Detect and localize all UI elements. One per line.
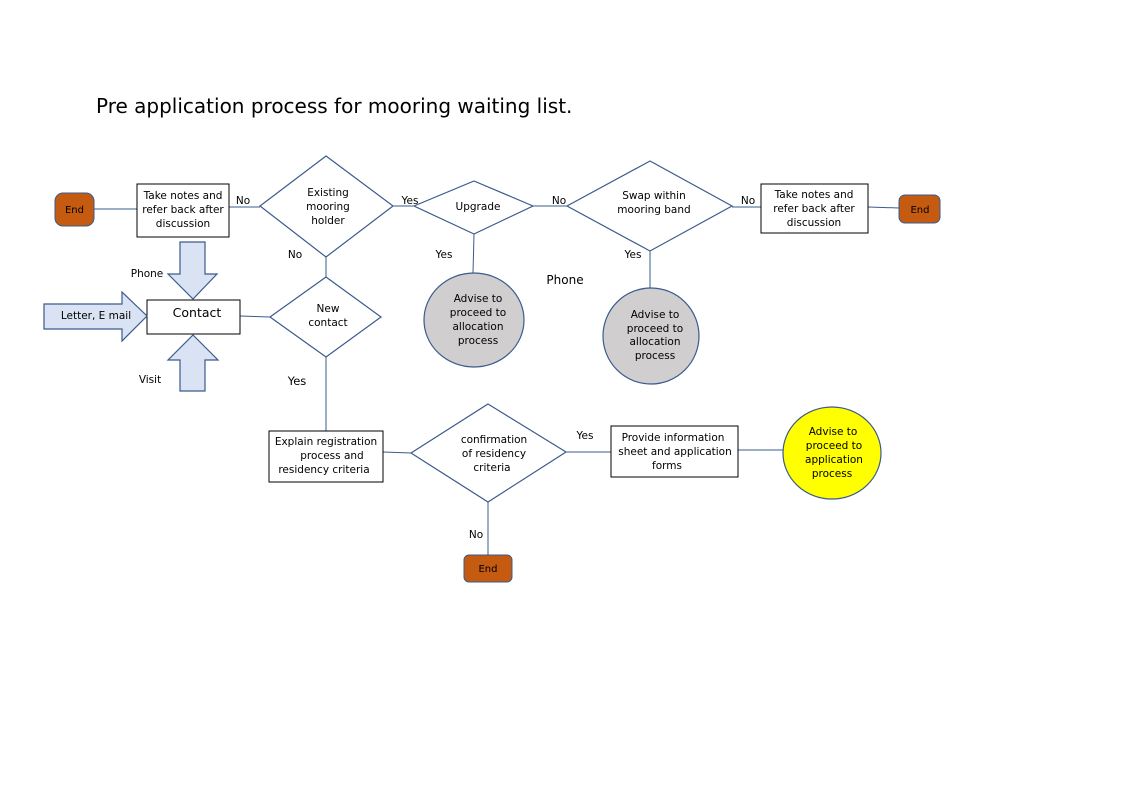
- provide-info-line: sheet and application: [618, 446, 732, 458]
- explain-registration-line: process and: [300, 450, 363, 462]
- new-contact-line: New: [317, 303, 340, 315]
- edge-label-no: No: [741, 195, 755, 207]
- take-notes-right-line: Take notes and: [774, 189, 854, 201]
- take-notes-right-box: Take notes and refer back after discussi…: [760, 183, 869, 234]
- swap-band-line: mooring band: [617, 204, 690, 216]
- advise-allocation-2-line: process: [635, 350, 675, 362]
- confirm-residency-line: of residency: [462, 448, 526, 460]
- advise-allocation-2: Advise to proceed to allocation process: [602, 287, 700, 385]
- letter-email-label: Letter, E mail: [61, 310, 131, 322]
- take-notes-right-line: refer back after: [773, 203, 855, 215]
- contact-label: Contact: [173, 305, 222, 320]
- confirm-residency-line: criteria: [473, 462, 510, 474]
- swap-band-line: Swap within: [622, 190, 686, 202]
- advise-application: Advise to proceed to application process: [782, 406, 882, 500]
- explain-registration-box: Explain registration process and residen…: [268, 430, 384, 483]
- take-notes-left-box: Take notes and refer back after discussi…: [136, 183, 230, 238]
- visit-arrow: Visit: [139, 334, 220, 392]
- edge-label-yes: Yes: [435, 249, 453, 261]
- take-notes-right-line: discussion: [787, 217, 841, 229]
- connectors: [94, 205, 900, 555]
- end-node-left: End: [54, 192, 95, 227]
- confirm-residency-line: confirmation: [461, 434, 527, 446]
- edge-label-no: No: [469, 529, 483, 541]
- take-notes-left-line: discussion: [156, 218, 210, 230]
- provide-info-line: Provide information: [622, 432, 725, 444]
- swap-band-decision: Swap within mooring band: [565, 160, 734, 252]
- take-notes-left-line: refer back after: [142, 204, 224, 216]
- page-title: Pre application process for mooring wait…: [96, 94, 573, 118]
- edge-label-yes: Yes: [287, 374, 307, 388]
- edge-label-yes: Yes: [576, 430, 594, 442]
- advise-application-line: application: [805, 454, 863, 466]
- phone-arrow-label: Phone: [131, 268, 164, 280]
- existing-mooring-decision: Existing mooring holder: [259, 155, 394, 258]
- upgrade-decision: Upgrade: [412, 180, 535, 235]
- explain-registration-line: residency criteria: [278, 464, 369, 476]
- advise-allocation-2-line: proceed to: [627, 323, 683, 335]
- end-node-bottom-label: End: [478, 564, 497, 575]
- visit-label: Visit: [139, 374, 161, 386]
- upgrade-label: Upgrade: [456, 201, 501, 213]
- phone-arrow: Phone: [131, 241, 219, 300]
- letter-email-arrow: Letter, E mail: [43, 290, 148, 343]
- end-node-right: End: [898, 194, 941, 224]
- new-contact-decision: New contact: [268, 276, 383, 358]
- existing-mooring-line: holder: [311, 215, 345, 227]
- advise-allocation-1-line: process: [458, 335, 498, 347]
- take-notes-left-line: Take notes and: [143, 190, 223, 202]
- advise-allocation-2-line: allocation: [629, 336, 680, 348]
- edge-label-no: No: [288, 249, 302, 261]
- advise-allocation-1-line: allocation: [452, 321, 503, 333]
- advise-application-line: proceed to: [806, 440, 862, 452]
- provide-info-line: forms: [652, 460, 682, 472]
- edge-contact-newcontact: [239, 315, 271, 318]
- edge-label-no: No: [236, 195, 250, 207]
- edge-explain-confirm: [382, 451, 412, 454]
- phone-floating-label: Phone: [546, 273, 583, 287]
- advise-application-line: process: [812, 468, 852, 480]
- edge-labels: No Yes No No Yes No Yes Yes Yes No: [236, 195, 755, 541]
- explain-registration-line: Explain registration: [275, 436, 377, 448]
- edge-label-yes: Yes: [401, 195, 419, 207]
- advise-allocation-1-line: Advise to: [454, 293, 503, 305]
- existing-mooring-line: Existing: [307, 187, 349, 199]
- advise-allocation-2-line: Advise to: [631, 309, 680, 321]
- advise-allocation-1: Advise to proceed to allocation process: [423, 272, 525, 368]
- provide-info-box: Provide information sheet and applicatio…: [610, 425, 739, 478]
- edge-upgrade-advise: [472, 233, 475, 274]
- contact-box: Contact: [146, 299, 241, 335]
- edge-label-no: No: [552, 195, 566, 207]
- new-contact-line: contact: [308, 317, 347, 329]
- edge-notes-right-end: [867, 206, 900, 209]
- advise-allocation-1-line: proceed to: [450, 307, 506, 319]
- confirm-residency-decision: confirmation of residency criteria: [409, 403, 568, 503]
- existing-mooring-line: mooring: [306, 201, 350, 213]
- end-node-right-label: End: [910, 205, 929, 216]
- edge-label-yes: Yes: [624, 249, 642, 261]
- end-node-left-label: End: [65, 205, 84, 216]
- end-node-bottom: End: [463, 554, 513, 583]
- advise-application-line: Advise to: [809, 426, 858, 438]
